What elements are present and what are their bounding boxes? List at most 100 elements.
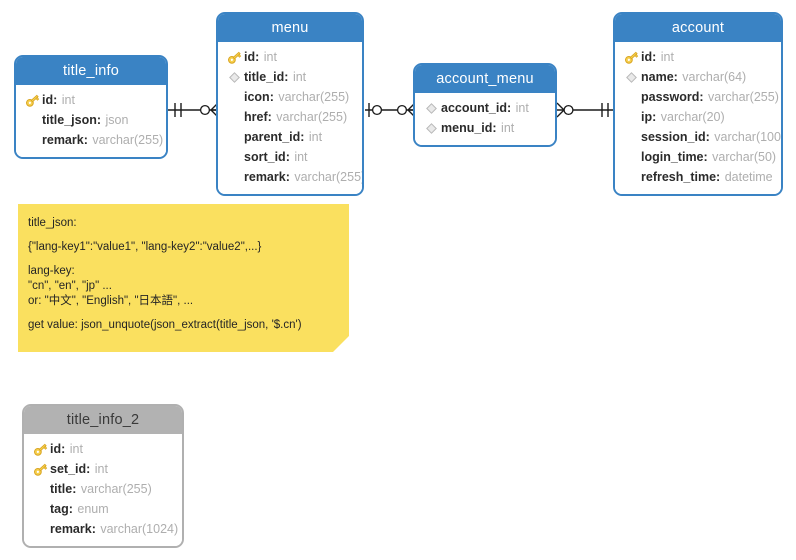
field-row[interactable]: password: varchar(255) (615, 87, 781, 107)
field-row[interactable]: id: int (24, 439, 182, 459)
field-type: varchar(255) (708, 90, 779, 104)
note-line: "cn", "en", "jp" ... (28, 280, 112, 292)
no-icon (31, 481, 50, 497)
note-line: title_json: (28, 217, 77, 229)
field-row[interactable]: account_id: int (415, 98, 555, 118)
entity-account[interactable]: account id: int name: varchar(64) passwo… (613, 12, 783, 196)
no-icon (622, 149, 641, 165)
field-name: account_id (441, 101, 507, 115)
field-row[interactable]: ip: varchar(20) (615, 107, 781, 127)
entity-title_info[interactable]: title_info id: int title_json: json rema… (14, 55, 168, 159)
field-name: set_id (50, 462, 87, 476)
entity-title_info_2-header: title_info_2 (24, 406, 182, 434)
no-icon (225, 89, 244, 105)
note-fold-corner-icon (333, 336, 349, 352)
field-name: title_id (244, 70, 285, 84)
entity-account-fields: id: int name: varchar(64) password: varc… (615, 42, 781, 194)
field-name: menu_id (441, 121, 493, 135)
entity-account_menu[interactable]: account_menu account_id: int menu_id: in… (413, 63, 557, 147)
entity-menu[interactable]: menu id: int title_id: int icon: varchar… (216, 12, 364, 196)
field-type: int (660, 50, 674, 64)
field-type: int (515, 101, 529, 115)
relationship-account_menu-account[interactable] (556, 100, 615, 120)
no-icon (622, 169, 641, 185)
relationship-title_info-menu[interactable] (168, 100, 219, 120)
field-name: id (50, 442, 62, 456)
field-row[interactable]: icon: varchar(255) (218, 87, 362, 107)
field-row[interactable]: refresh_time: datetime (615, 167, 781, 187)
no-icon (31, 521, 50, 537)
entity-account-header: account (615, 14, 781, 42)
field-row[interactable]: session_id: varchar(100) (615, 127, 781, 147)
no-icon (622, 109, 641, 125)
field-type: varchar(255) (276, 110, 348, 124)
entity-title_info_2-fields: id: int set_id: int title: varchar(255) … (24, 434, 182, 546)
field-name: href (244, 110, 268, 124)
field-row[interactable]: title_id: int (218, 67, 362, 87)
no-icon (31, 501, 50, 517)
field-type: varchar(50) (712, 150, 777, 164)
no-icon (225, 129, 244, 145)
field-row[interactable]: sort_id: int (218, 147, 362, 167)
field-name: id (42, 93, 54, 107)
field-row[interactable]: remark: varchar(255) (218, 167, 362, 187)
field-row[interactable]: login_time: varchar(50) (615, 147, 781, 167)
field-row[interactable]: name: varchar(64) (615, 67, 781, 87)
field-row[interactable]: title_json: json (16, 110, 166, 130)
field-name: session_id (641, 130, 706, 144)
field-name: remark (50, 522, 92, 536)
note-line: {"lang-key1":"value1", "lang-key2":"valu… (28, 241, 262, 253)
field-type: varchar(20) (660, 110, 725, 124)
diamond-icon (422, 120, 441, 136)
field-name: id (244, 50, 256, 64)
no-icon (225, 169, 244, 185)
key-icon (622, 49, 641, 65)
relationship-menu-account_menu[interactable] (365, 100, 416, 120)
note-line: or: "中文", "English", "日本語", ... (28, 295, 194, 307)
field-type: int (263, 50, 277, 64)
entity-title_info_2[interactable]: title_info_2 id: int set_id: int title: … (22, 404, 184, 548)
field-row[interactable]: set_id: int (24, 459, 182, 479)
field-row[interactable]: title: varchar(255) (24, 479, 182, 499)
field-name: id (641, 50, 653, 64)
field-type: int (292, 70, 307, 84)
diamond-icon (622, 69, 641, 85)
no-icon (23, 132, 42, 148)
field-row[interactable]: tag: enum (24, 499, 182, 519)
field-type: int (294, 150, 308, 164)
field-type: varchar(255) (294, 170, 364, 184)
field-name: icon (244, 90, 270, 104)
field-row[interactable]: id: int (16, 90, 166, 110)
note-line: lang-key: (28, 265, 75, 277)
field-type: varchar(64) (682, 70, 747, 84)
field-type: enum (77, 502, 109, 516)
field-name: remark (42, 133, 84, 147)
field-row[interactable]: parent_id: int (218, 127, 362, 147)
diamond-icon (225, 69, 244, 85)
entity-title_info-fields: id: int title_json: json remark: varchar… (16, 85, 166, 157)
field-type: int (61, 93, 75, 107)
no-icon (23, 112, 42, 128)
field-name: refresh_time (641, 170, 717, 184)
field-type: varchar(255) (80, 482, 152, 496)
field-type: int (501, 121, 515, 135)
field-row[interactable]: href: varchar(255) (218, 107, 362, 127)
field-row[interactable]: id: int (218, 47, 362, 67)
field-row[interactable]: menu_id: int (415, 118, 555, 138)
note-line: get value: json_unquote(json_extract(tit… (28, 319, 302, 331)
field-type: int (308, 130, 323, 144)
field-type: int (69, 442, 83, 456)
sticky-note-title_json[interactable]: title_json: {"lang-key1":"value1", "lang… (18, 204, 349, 352)
field-type: json (105, 113, 129, 127)
field-type: varchar(255) (92, 133, 164, 147)
field-row[interactable]: remark: varchar(255) (16, 130, 166, 150)
field-name: tag (50, 502, 69, 516)
field-type: varchar(1024) (100, 522, 179, 536)
field-row[interactable]: remark: varchar(1024) (24, 519, 182, 539)
field-name: login_time (641, 150, 704, 164)
field-type: datetime (724, 170, 773, 184)
field-name: parent_id (244, 130, 301, 144)
field-name: password (641, 90, 700, 104)
field-row[interactable]: id: int (615, 47, 781, 67)
